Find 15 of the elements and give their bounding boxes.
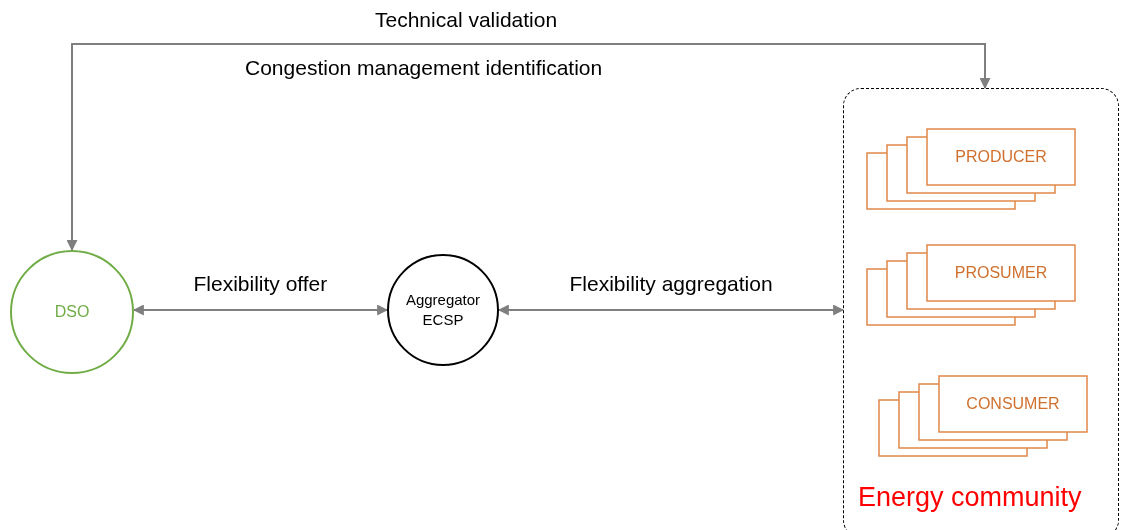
stacked-boxes bbox=[878, 375, 1088, 457]
stacked-boxes bbox=[866, 128, 1076, 210]
arrow bbox=[497, 304, 845, 316]
node-label: DSO bbox=[53, 302, 91, 323]
box-label: PROSUMER bbox=[954, 264, 1048, 282]
box-label: CONSUMER bbox=[966, 395, 1060, 413]
annotation-text: Congestion management identification bbox=[245, 56, 603, 80]
arrow bbox=[66, 43, 991, 252]
circle-node bbox=[10, 250, 134, 374]
group-title: Energy community bbox=[858, 482, 1082, 513]
stacked-boxes bbox=[866, 244, 1076, 326]
box-label: PRODUCER bbox=[955, 148, 1047, 166]
node-label: Aggregator ECSP bbox=[404, 289, 482, 330]
circle-node bbox=[387, 254, 499, 366]
arrow bbox=[132, 304, 389, 316]
